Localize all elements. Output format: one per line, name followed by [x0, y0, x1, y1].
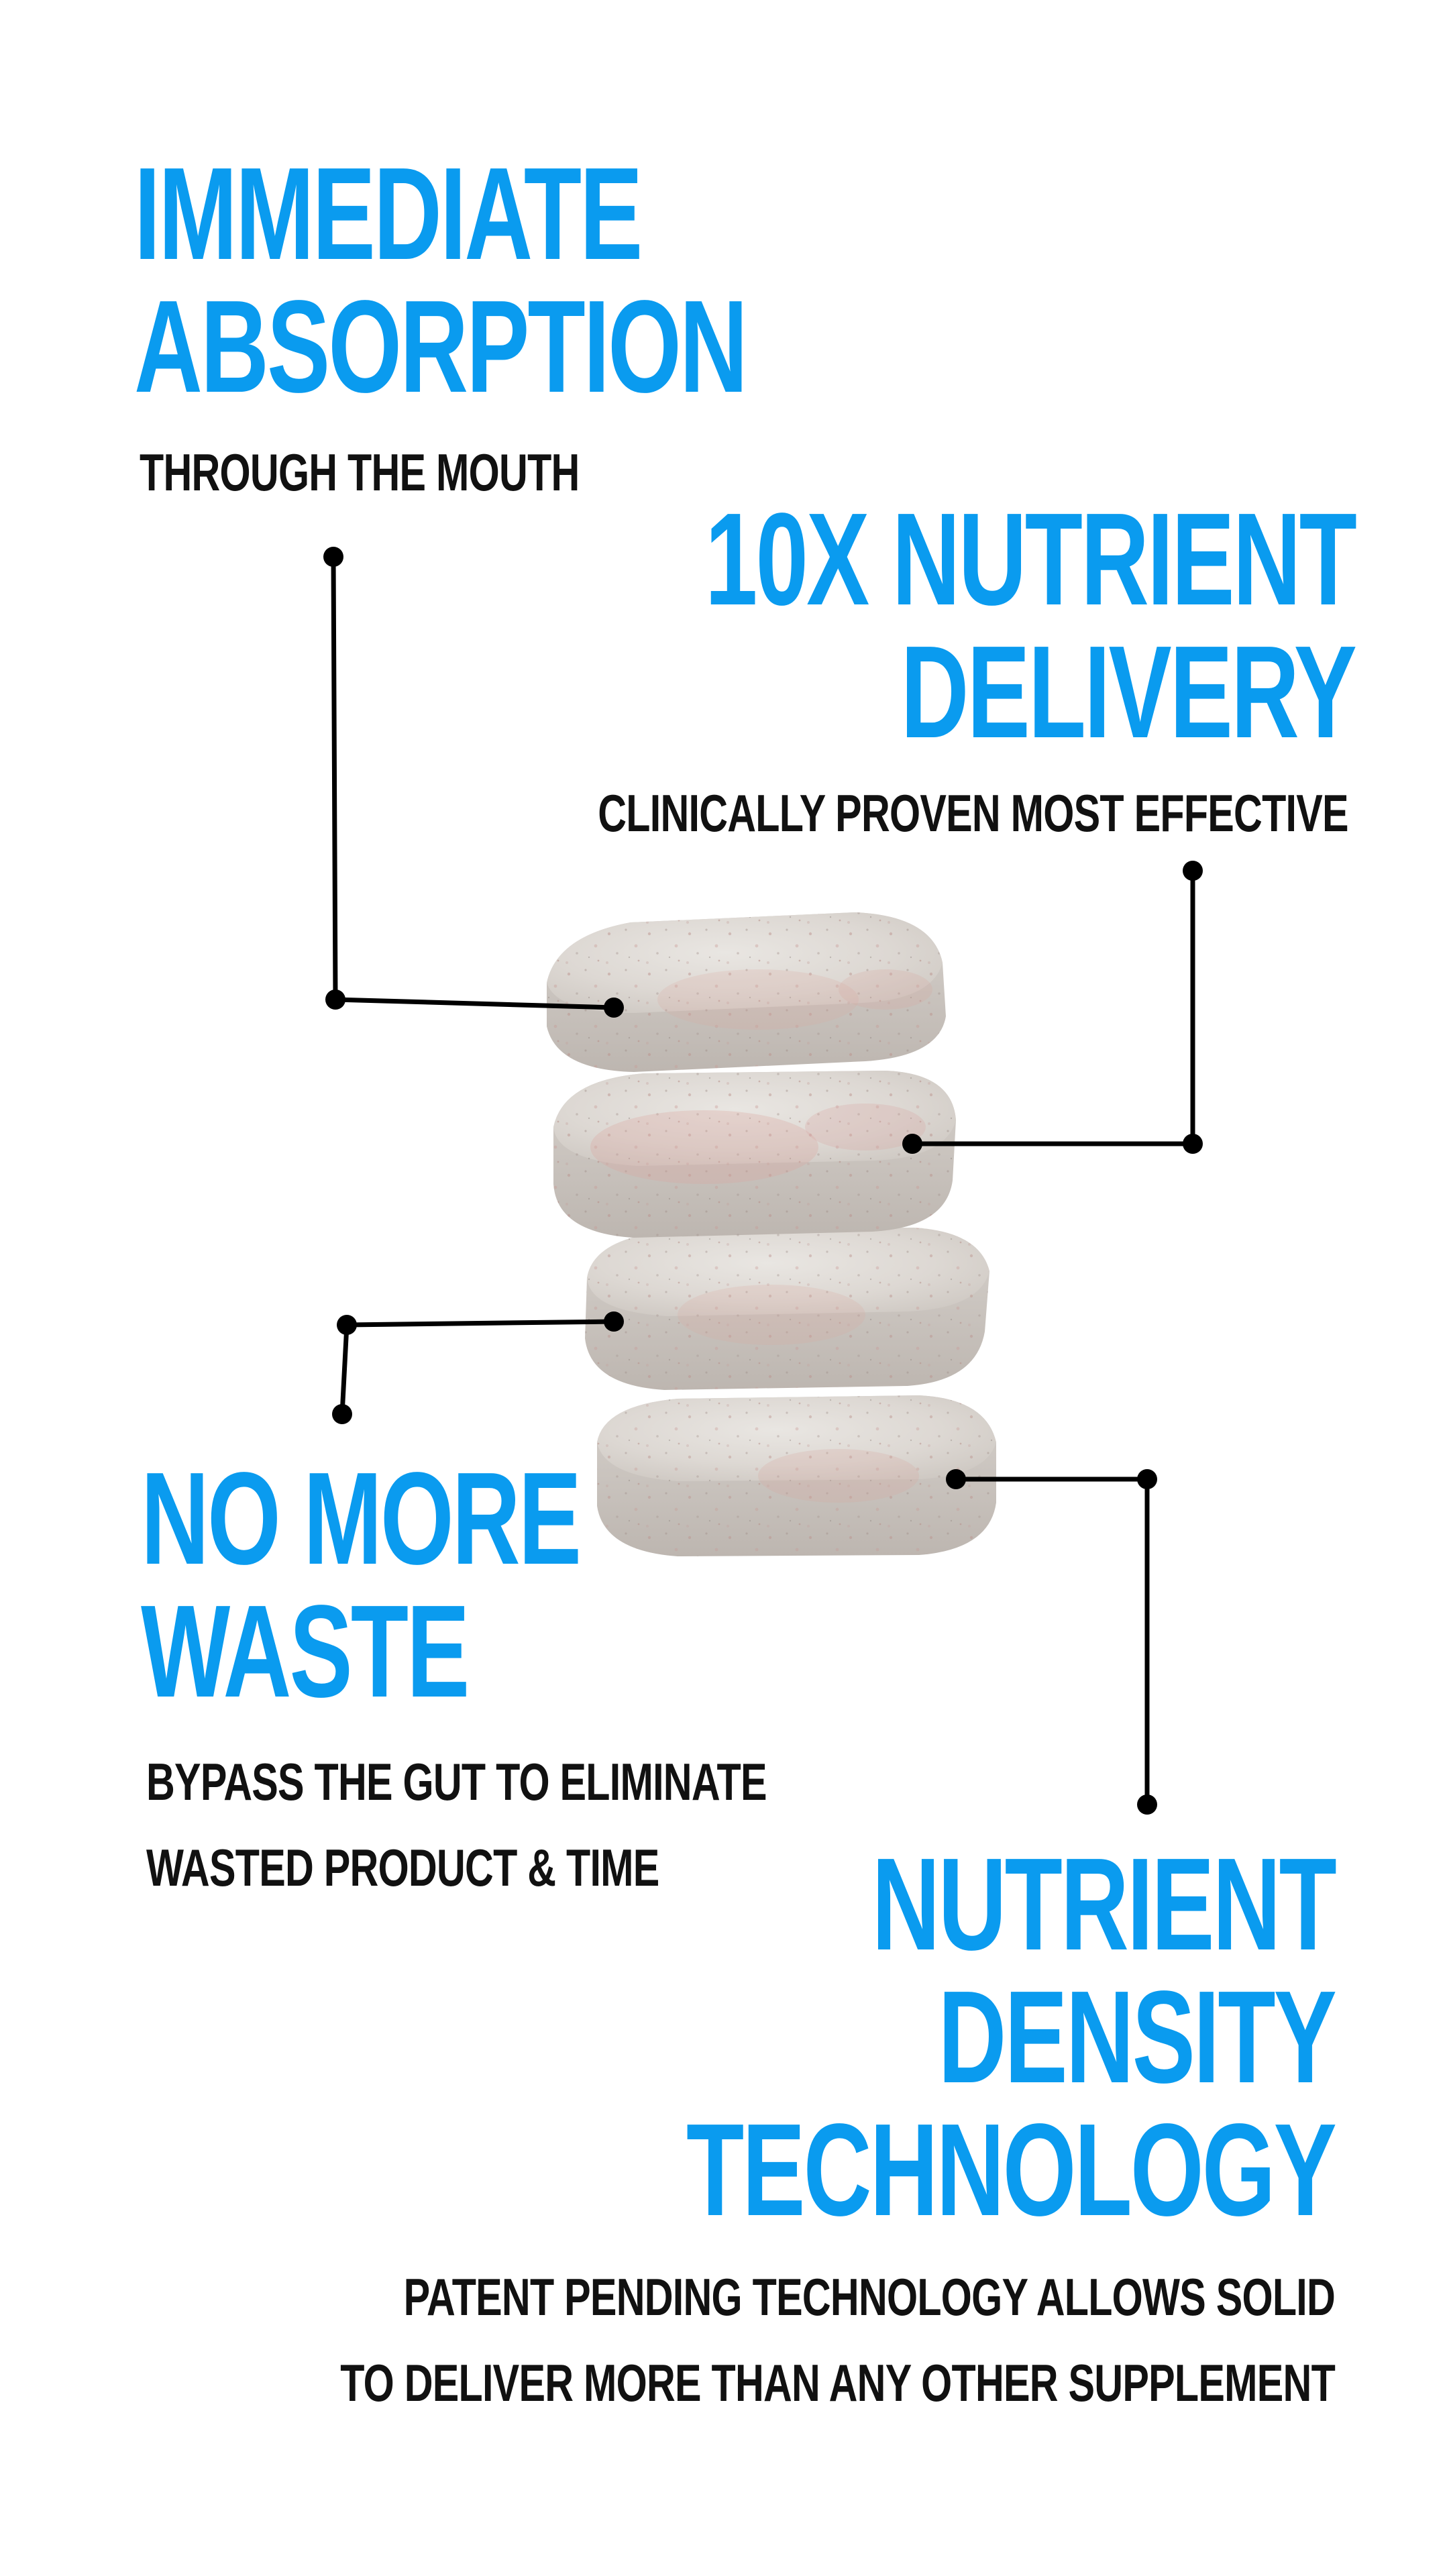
- connector-delivery: [910, 868, 1195, 1146]
- subtitle-line: CLINICALLY PROVEN MOST EFFECTIVE: [598, 784, 1348, 843]
- density-title: NUTRIENT DENSITY TECHNOLOGY: [686, 1831, 1337, 2243]
- title-line: ABSORPTION: [134, 273, 748, 420]
- subtitle-line: WASTED PRODUCT & TIME: [146, 1838, 659, 1897]
- connector-dot: [325, 989, 345, 1010]
- connector-absorption: [331, 554, 616, 1010]
- connector-dot: [332, 1404, 352, 1424]
- connector-dot: [902, 1134, 922, 1154]
- subtitle-line: BYPASS THE GUT TO ELIMINATE: [146, 1752, 767, 1811]
- tablet-3: [585, 1228, 989, 1390]
- title-line: DELIVERY: [900, 619, 1357, 765]
- connector-dot: [604, 998, 624, 1018]
- title-line: DENSITY: [938, 1964, 1337, 2110]
- absorption-title: IMMEDIATE ABSORPTION: [134, 140, 748, 420]
- waste-title: NO MORE WASTE: [141, 1445, 582, 1725]
- tablet-2: [553, 1071, 956, 1238]
- absorption-subtitle: THROUGH THE MOUTH: [140, 429, 580, 515]
- connector-waste: [339, 1319, 616, 1417]
- title-line: NO MORE: [141, 1445, 582, 1592]
- connector-dot: [946, 1469, 966, 1489]
- title-line: WASTE: [141, 1578, 470, 1725]
- subtitle-line: THROUGH THE MOUTH: [140, 443, 580, 502]
- title-line: IMMEDIATE: [134, 140, 643, 287]
- connector-dot: [323, 547, 343, 567]
- connector-dot: [1183, 861, 1203, 881]
- tablet-1: [547, 912, 946, 1072]
- connector-dot: [1137, 1469, 1157, 1489]
- delivery-title: 10X NUTRIENT DELIVERY: [704, 486, 1357, 765]
- subtitle-line: PATENT PENDING TECHNOLOGY ALLOWS SOLID: [403, 2267, 1336, 2326]
- connector-dot: [337, 1315, 357, 1335]
- connector-dot: [1137, 1794, 1157, 1815]
- subtitle-line: TO DELIVER MORE THAN ANY OTHER SUPPLEMEN…: [340, 2353, 1336, 2412]
- tablet-4: [597, 1395, 996, 1556]
- title-line: 10X NUTRIENT: [704, 486, 1357, 633]
- connector-dot: [604, 1311, 624, 1332]
- density-subtitle: PATENT PENDING TECHNOLOGY ALLOWS SOLID T…: [340, 2254, 1336, 2426]
- delivery-subtitle: CLINICALLY PROVEN MOST EFFECTIVE: [598, 770, 1348, 856]
- connector-dot: [1183, 1134, 1203, 1154]
- title-line: TECHNOLOGY: [686, 2096, 1337, 2243]
- title-line: NUTRIENT: [871, 1831, 1337, 1978]
- waste-subtitle: BYPASS THE GUT TO ELIMINATE WASTED PRODU…: [146, 1739, 767, 1911]
